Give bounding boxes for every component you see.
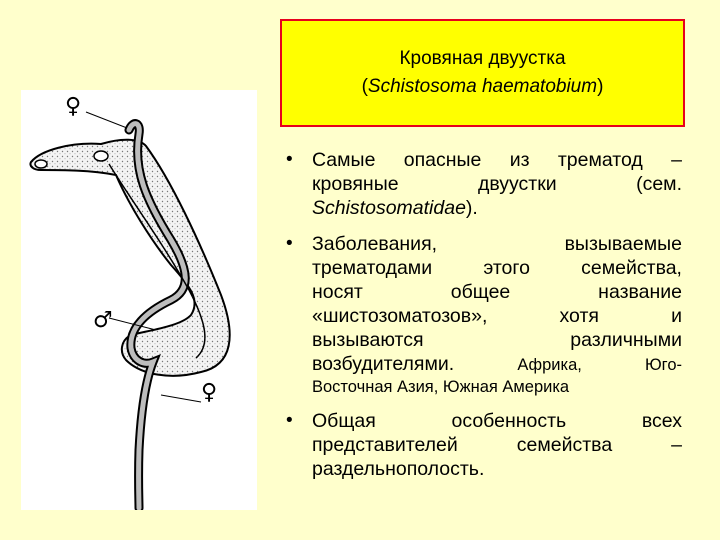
bullet-2-line-2: трематодами этого семейства, [312, 257, 682, 279]
bullet-list: Самые опасные из трематод – кровяные дву… [282, 148, 682, 493]
schistosoma-illustration: ♀ ♂ ♀ [21, 90, 257, 510]
bullet-3: Общая особенность всех представителей се… [282, 409, 682, 481]
pointer-female-bottom [160, 394, 202, 403]
bullet-2-line-4: «шистозоматозов», хотя и [312, 305, 682, 327]
bullet-2-line-7: Восточная Азия, Южная Америка [312, 378, 570, 396]
female-symbol-icon-bottom: ♀ [201, 380, 218, 405]
bullet-3-line-3: раздельнополость. [312, 458, 485, 480]
bullet-1-line-2: кровяные двуустки (сем. [312, 173, 682, 195]
family-latin-name: Schistosomatidae [312, 197, 466, 219]
bullet-2-line-5: вызываются различными [312, 329, 682, 351]
female-symbol-icon: ♀ [65, 94, 82, 119]
bullet-2-line-1: Заболевания, вызываемые [312, 233, 682, 255]
bullet-2: Заболевания, вызываемые трематодами этог… [282, 232, 682, 397]
title-paren-close: ) [597, 76, 604, 97]
oral-sucker [34, 159, 48, 169]
male-symbol-icon: ♂ [93, 308, 113, 333]
title-line-1: Кровяная двуустка [399, 48, 566, 69]
bullet-1-line-3: Schistosomatidae). [312, 197, 478, 219]
bullet-2-line-6: возбудителями. Африка, Юго- [312, 353, 682, 375]
title-line-2: (Schistosoma haematobium) [362, 73, 604, 101]
gut-line [108, 163, 206, 359]
pointer-male [108, 317, 157, 331]
title-paren-open: ( [361, 76, 368, 97]
bullet-2-line-3: носят общее название [312, 281, 682, 303]
title-box: Кровяная двуустка (Schistosoma haematobi… [280, 19, 685, 127]
bullet-1: Самые опасные из трематод – кровяные дву… [282, 148, 682, 220]
region-africa: Африка, [517, 356, 582, 374]
title-latin-name: Schistosoma haematobium [367, 76, 598, 97]
schistosoma-drawing [29, 111, 231, 510]
pointer-female-top [85, 111, 128, 129]
ventral-sucker [93, 150, 109, 162]
region-south-east: Юго- [645, 356, 682, 374]
bullet-3-line-2: представителей семейства – [312, 434, 682, 456]
bullet-3-line-1: Общая особенность всех [312, 410, 682, 432]
bullet-1-line-1: Самые опасные из трематод – [312, 149, 682, 171]
